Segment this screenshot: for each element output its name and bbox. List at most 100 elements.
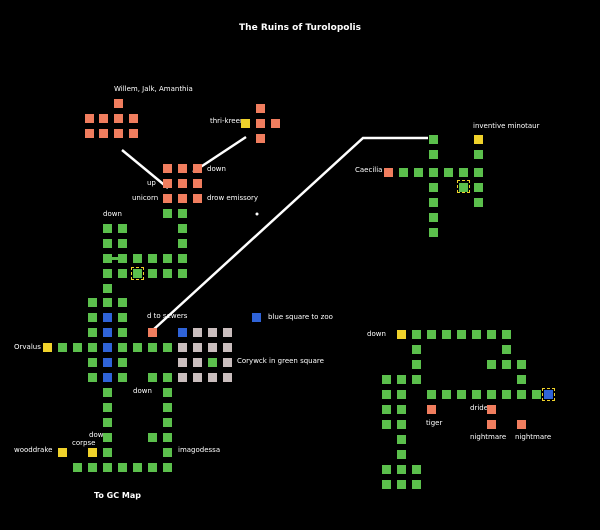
label-tiger: tiger	[426, 419, 443, 427]
corridor-room	[532, 390, 541, 399]
corridor-room	[163, 209, 172, 218]
special-room	[178, 179, 187, 188]
portal-room	[103, 373, 112, 382]
corridor-room	[502, 345, 511, 354]
corridor-room	[429, 198, 438, 207]
corridor-room	[73, 463, 82, 472]
corridor-room	[163, 269, 172, 278]
building-room	[178, 343, 187, 352]
highlighted-room-marker	[542, 388, 555, 401]
special-room	[271, 119, 280, 128]
corridor-room	[103, 418, 112, 427]
label-wooddrake: wooddrake	[14, 446, 53, 454]
label-thrikreen: thri-kreen	[210, 117, 245, 125]
corridor-room	[103, 298, 112, 307]
corridor-room	[103, 284, 112, 293]
corridor-room	[382, 390, 391, 399]
building-room	[193, 328, 202, 337]
corridor-room	[427, 330, 436, 339]
label-unicorn: unicorn	[132, 194, 159, 202]
corridor-room	[414, 168, 423, 177]
corridor-room	[397, 375, 406, 384]
corridor-room	[429, 213, 438, 222]
corridor-room	[88, 298, 97, 307]
corridor-room	[148, 254, 157, 263]
corridor-room	[103, 388, 112, 397]
corridor-room	[103, 463, 112, 472]
corridor-room	[472, 390, 481, 399]
special-room	[129, 114, 138, 123]
corridor-room	[88, 373, 97, 382]
corridor-room	[118, 358, 127, 367]
corridor-room	[442, 330, 451, 339]
corridor-room	[118, 269, 127, 278]
special-room	[193, 179, 202, 188]
special-room	[163, 164, 172, 173]
special-room	[163, 179, 172, 188]
special-room	[517, 420, 526, 429]
special-room	[163, 194, 172, 203]
portal-room	[103, 328, 112, 337]
corridor-room	[163, 388, 172, 397]
corridor-room	[459, 168, 468, 177]
corridor-room	[118, 313, 127, 322]
corridor-room	[148, 373, 157, 382]
corridor-room	[103, 254, 112, 263]
label-nightmare: nightmare	[515, 433, 552, 441]
special-room	[427, 405, 436, 414]
special-room	[114, 129, 123, 138]
corridor-room	[118, 463, 127, 472]
special-room	[256, 134, 265, 143]
corridor-room	[474, 168, 483, 177]
corridor-room	[474, 183, 483, 192]
corridor-room	[163, 418, 172, 427]
label-imagodessa: imagodessa	[178, 446, 221, 454]
corridor-room	[103, 448, 112, 457]
map-title: The Ruins of Turolopolis	[239, 23, 361, 33]
portal-room	[252, 313, 261, 322]
corridor-room	[487, 390, 496, 399]
corridor-room	[382, 375, 391, 384]
special-room	[256, 119, 265, 128]
corridor-room	[118, 343, 127, 352]
special-room	[129, 129, 138, 138]
corridor-room	[487, 360, 496, 369]
label-down: down	[207, 165, 226, 173]
corridor-room	[163, 343, 172, 352]
corridor-room	[397, 390, 406, 399]
special-room	[178, 194, 187, 203]
corridor-room	[88, 313, 97, 322]
portal-room	[544, 390, 553, 399]
building-room	[208, 328, 217, 337]
corridor-room	[382, 480, 391, 489]
corridor-room	[382, 465, 391, 474]
label-to-gc-map: To GC Map	[94, 491, 141, 500]
label-zoo: blue square to zoo	[268, 313, 333, 321]
label-drider: drider	[470, 404, 491, 412]
corridor-room	[58, 343, 67, 352]
corridor-room	[502, 330, 511, 339]
label-down: down	[103, 210, 122, 218]
label-caecilia: Caecilia	[355, 166, 383, 174]
corridor-room	[103, 239, 112, 248]
corridor-room	[133, 269, 142, 278]
exit-room	[474, 135, 483, 144]
label-inventive-minotaur: inventive minotaur	[473, 122, 540, 130]
special-room	[114, 99, 123, 108]
corridor-room	[442, 390, 451, 399]
corridor-room	[178, 269, 187, 278]
portal-room	[178, 328, 187, 337]
special-room	[193, 164, 202, 173]
exit-room	[88, 448, 97, 457]
corridor-room	[178, 209, 187, 218]
corridor-room	[517, 390, 526, 399]
building-room	[193, 373, 202, 382]
corridor-room	[148, 343, 157, 352]
building-room	[178, 358, 187, 367]
corridor-room	[103, 224, 112, 233]
corridor-room	[517, 360, 526, 369]
corridor-room	[148, 269, 157, 278]
highlighted-room-marker	[457, 180, 470, 193]
corridor-room	[103, 269, 112, 278]
